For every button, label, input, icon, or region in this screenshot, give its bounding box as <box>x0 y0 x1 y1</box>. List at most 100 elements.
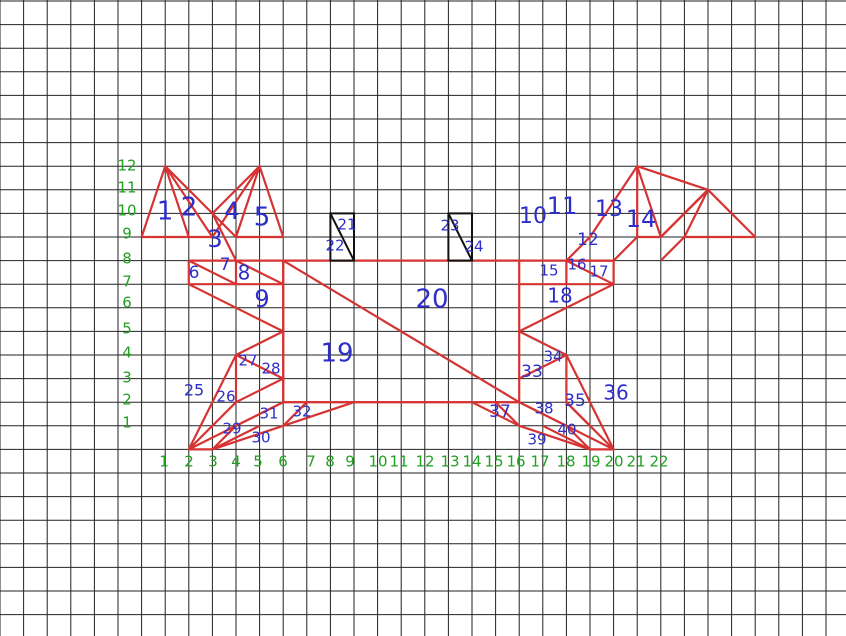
region-number-1: 1 <box>157 197 174 227</box>
x-axis-label-1: 1 <box>159 453 169 471</box>
left-arm-line <box>188 259 237 286</box>
region-number-35: 35 <box>564 391 586 411</box>
right-leg-line <box>518 354 567 380</box>
right-claw-line <box>565 259 615 286</box>
region-number-9: 9 <box>254 285 269 313</box>
left-leg-line <box>188 401 237 451</box>
right-claw-line <box>683 189 709 238</box>
crab-outline <box>140 165 757 451</box>
region-number-15: 15 <box>539 262 558 280</box>
region-number-20: 20 <box>415 285 448 315</box>
region-number-21: 21 <box>337 216 356 234</box>
x-axis-label-15: 15 <box>484 453 503 471</box>
region-number-34: 34 <box>543 348 562 366</box>
y-axis-label-5: 5 <box>122 320 132 338</box>
x-axis-label-5: 5 <box>253 453 263 471</box>
region-number-4: 4 <box>224 197 239 225</box>
right-foot-line <box>542 424 591 451</box>
right-foot <box>494 401 614 451</box>
left-claw-line <box>234 165 261 238</box>
region-number-16: 16 <box>567 256 586 274</box>
x-axis-label-7: 7 <box>306 453 316 471</box>
region-number-11: 11 <box>547 192 578 220</box>
eye-rect-diagonal <box>329 212 355 262</box>
left-foot <box>188 401 308 451</box>
x-axis-label-22: 22 <box>649 453 668 471</box>
left-arm-line <box>235 259 284 286</box>
region-number-29: 29 <box>222 420 241 438</box>
x-axis-label-4: 4 <box>231 453 241 471</box>
y-axis-label-9: 9 <box>122 225 132 243</box>
region-number-24: 24 <box>464 238 483 256</box>
x-axis-label-18: 18 <box>556 453 575 471</box>
region-number-30: 30 <box>251 429 270 447</box>
x-axis-label-16: 16 <box>506 453 525 471</box>
left-leg-line <box>235 354 284 380</box>
x-axis-label-17: 17 <box>530 453 549 471</box>
region-number-32: 32 <box>292 403 311 421</box>
x-axis-label-13: 13 <box>440 453 459 471</box>
y-axis-label-10: 10 <box>117 202 136 220</box>
region-number-18: 18 <box>547 284 572 308</box>
x-axis-label-3: 3 <box>208 453 218 471</box>
x-axis-label-14: 14 <box>462 453 481 471</box>
y-axis-label-1: 1 <box>122 414 132 432</box>
region-number-19: 19 <box>320 339 353 369</box>
right-leg-line <box>565 401 591 427</box>
x-axis-label-21: 21 <box>626 453 645 471</box>
region-number-25: 25 <box>184 381 204 400</box>
right-eye-rect <box>447 212 473 262</box>
left-claw-line <box>164 165 214 238</box>
region-number-28: 28 <box>261 360 280 378</box>
x-axis-label-19: 19 <box>581 453 600 471</box>
x-axis-label-12: 12 <box>415 453 434 471</box>
region-number-22: 22 <box>325 237 344 255</box>
region-number-26: 26 <box>216 388 235 406</box>
region-number-31: 31 <box>259 405 278 423</box>
y-axis-label-8: 8 <box>122 250 132 268</box>
region-number-39: 39 <box>527 431 546 449</box>
left-claw-line <box>164 165 190 238</box>
eye-rectangles <box>329 212 473 262</box>
x-axis-label-20: 20 <box>604 453 623 471</box>
left-claw-line <box>211 212 237 262</box>
region-number-17: 17 <box>589 263 608 281</box>
region-number-36: 36 <box>603 381 628 405</box>
x-axis-label-11: 11 <box>389 453 408 471</box>
left-eye-rect <box>329 212 355 262</box>
x-axis-label-8: 8 <box>325 453 335 471</box>
y-axis-label-4: 4 <box>122 344 132 362</box>
region-number-12: 12 <box>577 230 599 250</box>
body-diagonal <box>282 259 520 404</box>
x-axis-label-10: 10 <box>368 453 387 471</box>
region-number-10: 10 <box>519 204 547 229</box>
y-axis-label-6: 6 <box>122 294 132 312</box>
region-number-40: 40 <box>557 421 576 439</box>
region-number-13: 13 <box>595 197 623 222</box>
x-axis-label-6: 6 <box>278 453 288 471</box>
region-number-6: 6 <box>189 263 200 283</box>
y-axis-label-2: 2 <box>122 391 132 409</box>
y-axis-label-3: 3 <box>122 369 132 387</box>
region-number-27: 27 <box>238 352 257 370</box>
region-number-7: 7 <box>220 255 231 275</box>
y-axis-label-12: 12 <box>117 157 136 175</box>
left-leg-line <box>235 377 284 404</box>
y-axis-label-11: 11 <box>117 179 136 197</box>
region-number-38: 38 <box>534 400 553 418</box>
right-foot-line <box>565 425 591 451</box>
eye-rect-diagonal <box>447 212 473 262</box>
region-number-23: 23 <box>440 217 459 235</box>
region-number-33: 33 <box>521 362 543 382</box>
region-number-8: 8 <box>238 261 251 285</box>
y-axis-label-7: 7 <box>122 273 132 291</box>
left-foot-line <box>211 425 237 451</box>
left-leg-link <box>282 401 355 427</box>
region-number-37: 37 <box>489 402 511 422</box>
left-claw-line <box>211 165 261 238</box>
